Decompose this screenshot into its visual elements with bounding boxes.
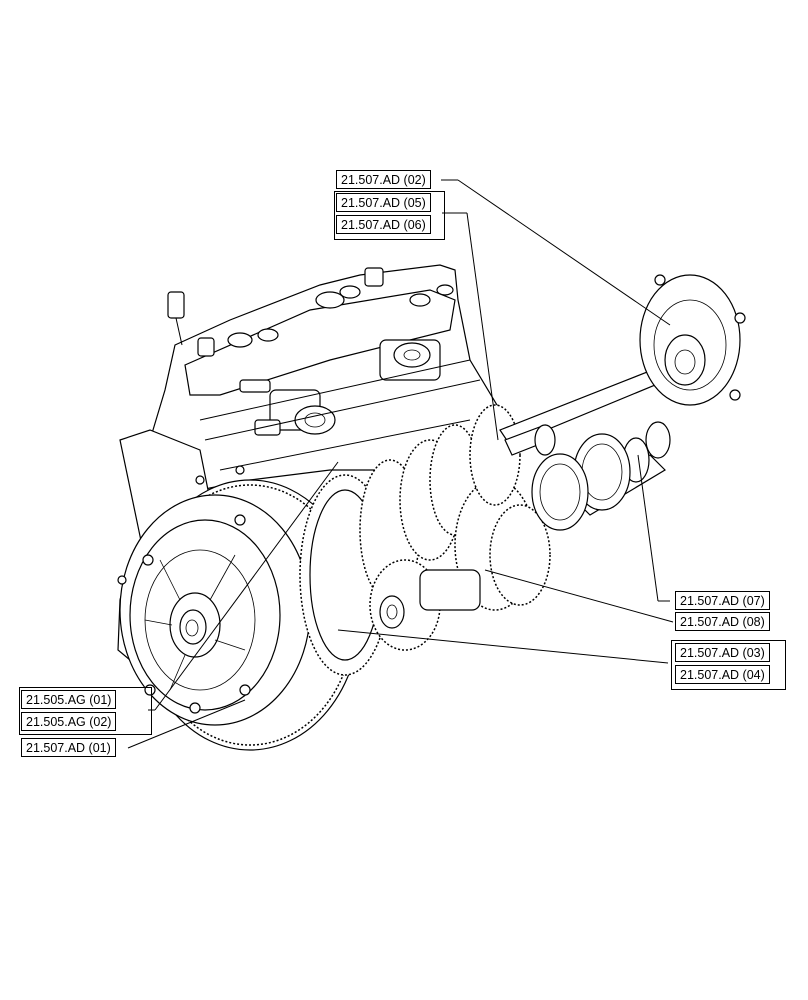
output-shafts [499, 274, 746, 531]
callout-21-505-ag-01: 21.505.AG (01) [21, 690, 117, 709]
callout-21-507-ad-08: 21.507.AD (08) [675, 612, 770, 631]
callout-21-507-ad-05: 21.507.AD (05) [336, 193, 431, 212]
callout-21-505-ag-02: 21.505.AG (02) [21, 712, 117, 731]
callout-21-507-ad-03: 21.507.AD (03) [675, 643, 770, 662]
callout-21-507-ad-07: 21.507.AD (07) [675, 591, 770, 610]
leader-lines [127, 179, 674, 749]
callout-21-507-ad-06: 21.507.AD (06) [336, 215, 431, 234]
callout-21-507-ad-04: 21.507.AD (04) [675, 665, 770, 684]
callout-group-bracket-ag01-ag02 [19, 687, 152, 735]
callout-group-bracket-05-06 [334, 191, 445, 240]
gear-pack [299, 404, 551, 676]
callout-21-507-ad-01: 21.507.AD (01) [21, 738, 116, 757]
callout-group-bracket-03-04 [671, 640, 786, 690]
callout-21-507-ad-02: 21.507.AD (02) [336, 170, 431, 189]
